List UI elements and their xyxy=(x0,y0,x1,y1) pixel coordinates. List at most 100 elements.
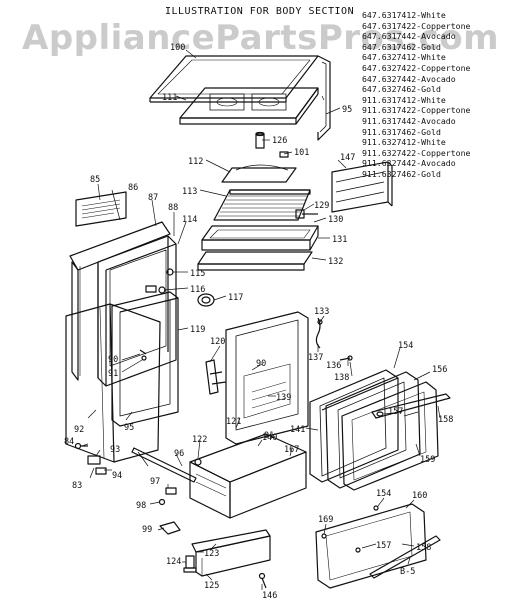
callout: 167 xyxy=(284,445,299,455)
callout: 83 xyxy=(72,481,82,491)
broiler-pan xyxy=(201,225,319,251)
model-number: 911.6317462-Gold xyxy=(362,126,441,137)
front-frame xyxy=(225,311,309,445)
callout: 159 xyxy=(420,455,435,465)
callout: 85 xyxy=(90,175,100,185)
model-number: 911.6327412-White xyxy=(362,137,446,148)
callout: 91 xyxy=(108,369,118,379)
callouts: 100 111 95 126 101 112 113 129 130 131 1… xyxy=(64,43,453,600)
callout: 146 xyxy=(262,591,277,600)
vent-grille xyxy=(331,161,393,213)
rack-supports xyxy=(295,209,318,219)
door-glass xyxy=(325,371,421,489)
oven-rack xyxy=(213,189,311,221)
callout: 126 xyxy=(272,136,287,146)
callout: 100 xyxy=(170,43,185,53)
callout: 169 xyxy=(318,515,333,525)
callout: 114 xyxy=(182,215,197,225)
callout: 125 xyxy=(204,581,219,591)
leveling-leg xyxy=(183,555,197,573)
callout: 117 xyxy=(228,293,243,303)
callout: 99 xyxy=(142,525,152,535)
inner-door xyxy=(309,369,399,483)
callout: 96 xyxy=(174,449,184,459)
callout: 140 xyxy=(262,433,277,443)
callout: 90 xyxy=(256,359,266,369)
callout: 86 xyxy=(128,183,138,193)
callout: 147 xyxy=(340,153,355,163)
model-number: 647.6327442-Avocado xyxy=(362,73,456,84)
storage-drawer xyxy=(189,433,307,519)
label-plate xyxy=(75,191,127,227)
callout: 154 xyxy=(398,341,413,351)
leader-lines xyxy=(81,49,441,590)
callout: 88 xyxy=(168,203,178,213)
model-number: 911.6317442-Avocado xyxy=(362,115,456,126)
model-number: 647.6327412-White xyxy=(362,52,446,63)
callout: 157 xyxy=(388,407,403,417)
callout: 158 xyxy=(416,543,431,553)
watermark: AppliancePartsPros.com xyxy=(22,18,500,58)
small-fittings xyxy=(255,131,289,158)
model-number: 911.6327442-Avocado xyxy=(362,158,456,169)
callout: 90 xyxy=(108,355,118,365)
bottom-screw xyxy=(258,572,267,589)
callout: 111 xyxy=(162,93,177,103)
callout: 97 xyxy=(150,477,160,487)
callout: 94 xyxy=(112,471,122,481)
callout: 154 xyxy=(376,489,391,499)
door-handle xyxy=(371,393,451,419)
back-panel xyxy=(69,221,171,381)
callout: 115 xyxy=(190,269,205,279)
door-screws xyxy=(339,355,353,361)
callout: 116 xyxy=(190,285,205,295)
diagram-title: ILLUSTRATION FOR BODY SECTION xyxy=(165,6,355,17)
callout: 98 xyxy=(136,501,146,511)
model-list: 647.6317412-White 647.6317422-Coppertone… xyxy=(362,10,470,180)
callout: 101 xyxy=(294,148,309,158)
callout: 123 xyxy=(204,549,219,559)
callout: 158 xyxy=(438,415,453,425)
callout: 92 xyxy=(74,425,84,435)
callout: 137 xyxy=(308,353,323,363)
knob xyxy=(197,293,215,307)
bake-element xyxy=(221,164,297,183)
model-number: 647.6327462-Gold xyxy=(362,84,441,95)
drawer-hardware xyxy=(74,442,202,506)
callout: 132 xyxy=(328,257,343,267)
model-number: 911.6327462-Gold xyxy=(362,168,441,179)
callout: B-5 xyxy=(400,567,415,577)
callout: 133 xyxy=(314,307,329,317)
callout: 136 xyxy=(326,361,341,371)
model-number: 647.6317462-Gold xyxy=(362,41,441,52)
callout: 130 xyxy=(328,215,343,225)
callout: 156 xyxy=(432,365,447,375)
callout: 119 xyxy=(190,325,205,335)
oven-frame xyxy=(111,291,179,427)
model-number: 647.6317422-Coppertone xyxy=(362,20,471,31)
callout: 131 xyxy=(332,235,347,245)
callout: 141 xyxy=(290,425,305,435)
callout: 139 xyxy=(276,393,291,403)
callout: 138 xyxy=(334,373,349,383)
callout: 160 xyxy=(412,491,427,501)
callout: 129 xyxy=(314,201,329,211)
callout: 122 xyxy=(192,435,207,445)
callout: 87 xyxy=(148,193,158,203)
callout: 113 xyxy=(182,187,197,197)
clip xyxy=(159,521,181,535)
model-number: 911.6327422-Coppertone xyxy=(362,147,471,158)
latch xyxy=(315,317,323,349)
drip-tray xyxy=(197,251,313,271)
callout: 84 xyxy=(64,437,74,447)
callout: 124 xyxy=(166,557,181,567)
model-number: 911.6317412-White xyxy=(362,94,446,105)
callout: 95 xyxy=(124,423,134,433)
model-number: 647.6317442-Avocado xyxy=(362,31,456,42)
callout: 121 xyxy=(226,417,241,427)
trim-strip xyxy=(369,535,441,579)
model-number: 647.6317412-White xyxy=(362,10,446,20)
callout: 120 xyxy=(210,337,225,347)
